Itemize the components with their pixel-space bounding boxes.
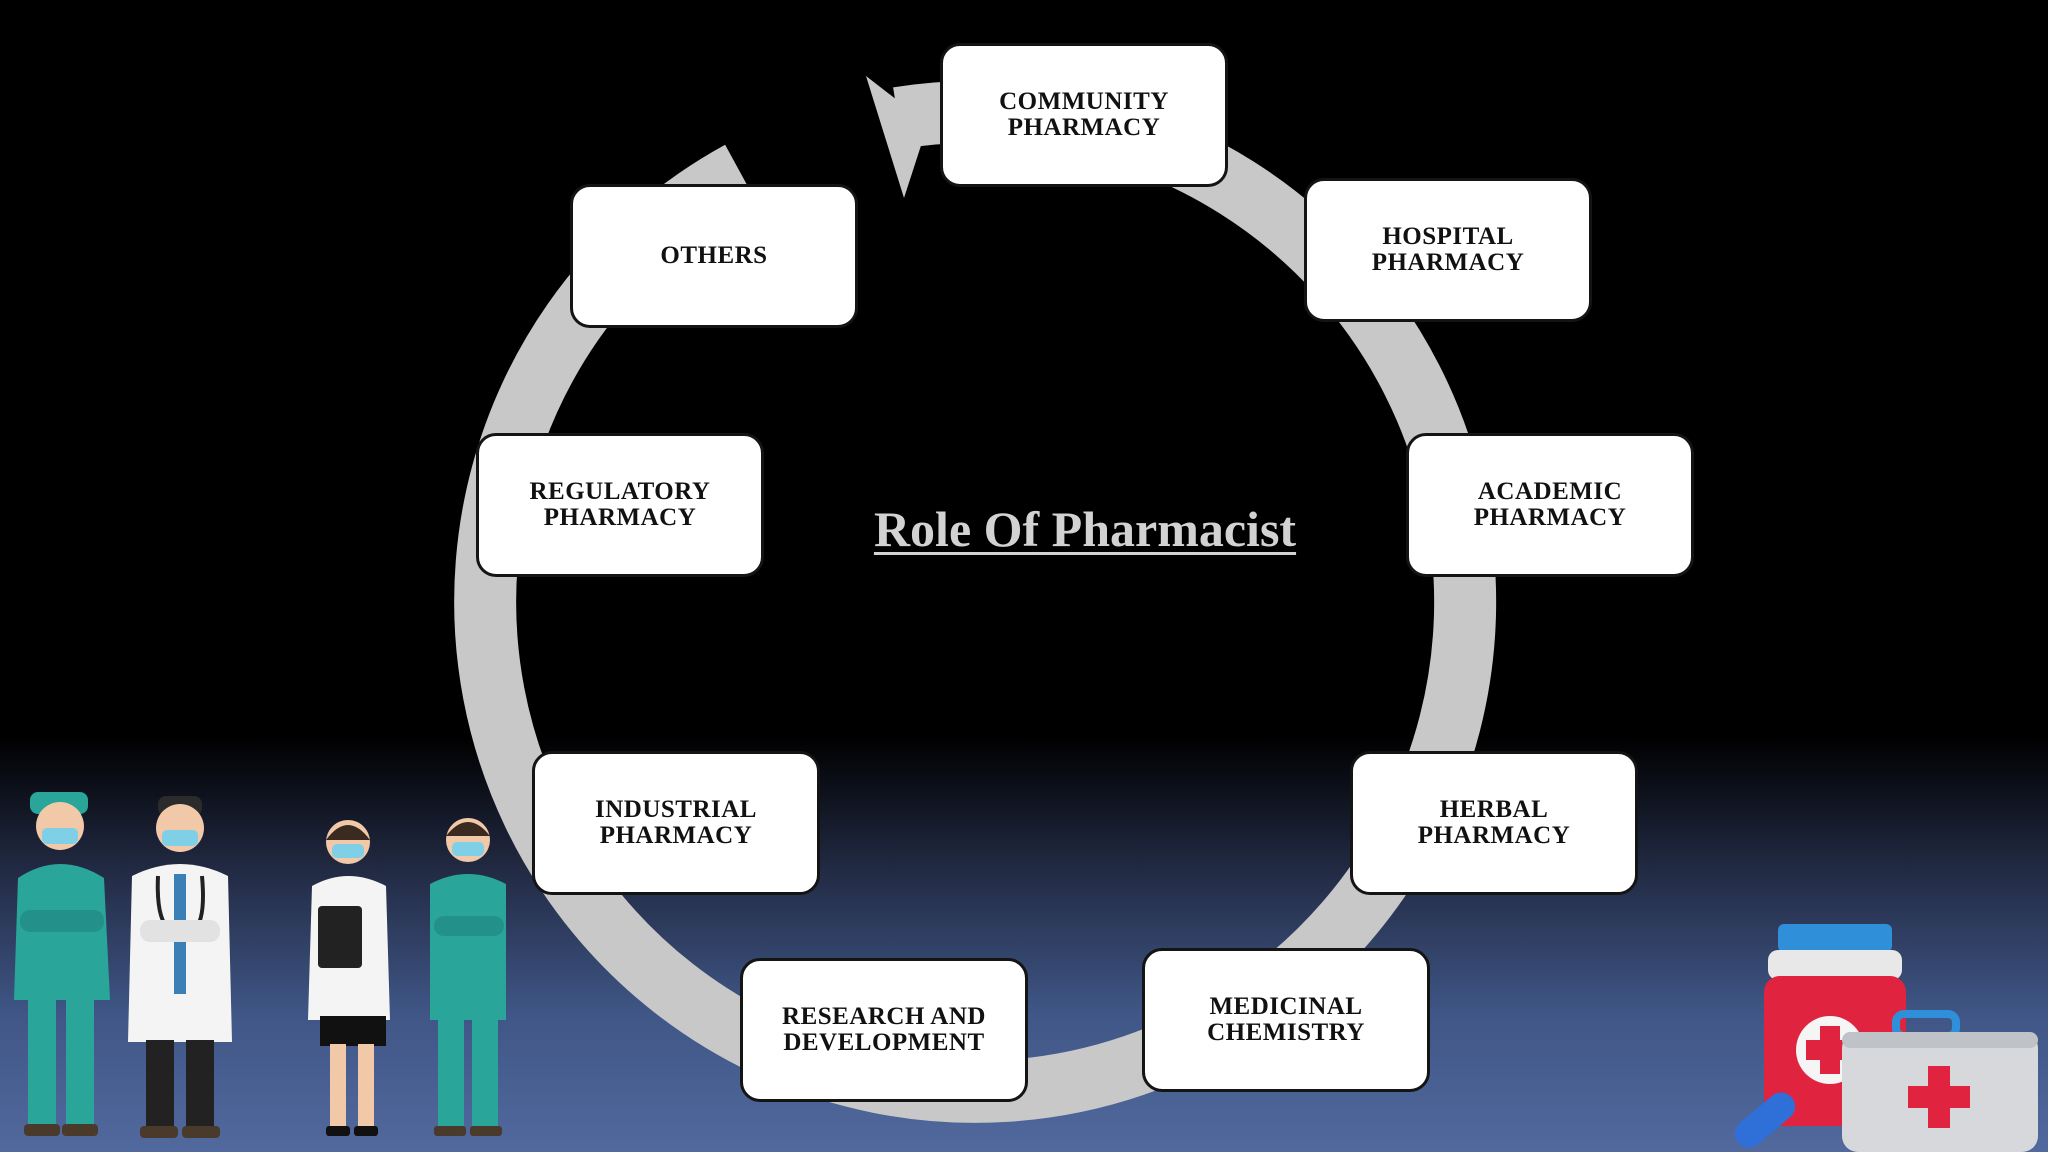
nurse-figure-icon: [430, 818, 506, 1136]
node-others[interactable]: OTHERS: [570, 184, 858, 328]
node-label: HOSPITAL PHARMACY: [1371, 223, 1525, 276]
node-community-pharmacy[interactable]: COMMUNITY PHARMACY: [940, 43, 1228, 187]
medicine-kit-illustration: [1734, 924, 2038, 1152]
node-label: RESEARCH AND DEVELOPMENT: [782, 1003, 986, 1056]
diagram-title: Role Of Pharmacist: [873, 501, 1297, 557]
node-industrial-pharmacy[interactable]: INDUSTRIAL PHARMACY: [532, 751, 820, 895]
node-regulatory-pharmacy[interactable]: REGULATORY PHARMACY: [476, 433, 764, 577]
node-research-and-development[interactable]: RESEARCH AND DEVELOPMENT: [740, 958, 1028, 1102]
healthcare-staff-illustration: [14, 792, 506, 1138]
cycle-arrowhead: [866, 76, 928, 198]
node-label: OTHERS: [660, 242, 768, 269]
doctor-figure-icon: [128, 796, 232, 1138]
node-label: REGULATORY PHARMACY: [529, 478, 711, 531]
node-academic-pharmacy[interactable]: ACADEMIC PHARMACY: [1406, 433, 1694, 577]
node-medicinal-chemistry[interactable]: MEDICINAL CHEMISTRY: [1142, 948, 1430, 1092]
node-label: INDUSTRIAL PHARMACY: [595, 796, 757, 849]
node-label: HERBAL PHARMACY: [1417, 796, 1571, 849]
first-aid-kit-icon: [1842, 1010, 2038, 1152]
surgeon-figure-icon: [14, 792, 110, 1136]
node-hospital-pharmacy[interactable]: HOSPITAL PHARMACY: [1304, 178, 1592, 322]
node-herbal-pharmacy[interactable]: HERBAL PHARMACY: [1350, 751, 1638, 895]
node-label: MEDICINAL CHEMISTRY: [1207, 993, 1365, 1046]
node-label: ACADEMIC PHARMACY: [1473, 478, 1627, 531]
node-label: COMMUNITY PHARMACY: [999, 88, 1169, 141]
pill-capsule-icon: [1734, 1092, 1796, 1148]
clipboard-doctor-figure-icon: [308, 820, 390, 1136]
